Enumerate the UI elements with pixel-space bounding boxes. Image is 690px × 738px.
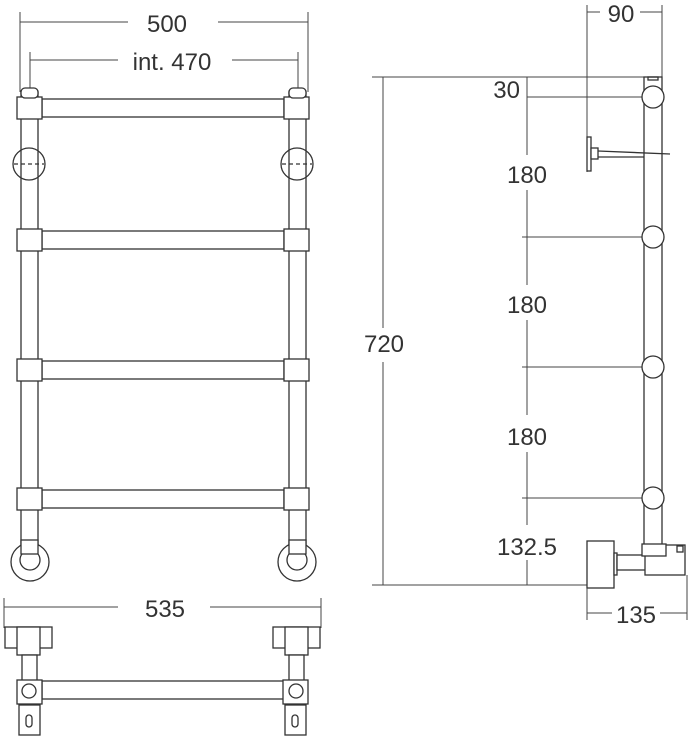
wall-offset-label: 90: [608, 1, 635, 28]
plan-width-label: 535: [145, 596, 185, 623]
plan-view: 535: [3, 596, 322, 736]
spacing-label: 180: [507, 162, 547, 189]
rail-section: [641, 225, 665, 249]
wall-brackets: [12, 147, 314, 181]
valve: [586, 540, 686, 589]
spacing-label: 180: [507, 292, 547, 319]
side-wall-bracket: [586, 136, 671, 172]
left-post: [20, 91, 39, 548]
rail: [41, 98, 285, 118]
rail-section: [641, 85, 665, 109]
rail: [41, 360, 285, 380]
spacing-label-top: 30: [493, 77, 520, 104]
width-label: 500: [147, 11, 187, 38]
spacing-label-bottom: 132.5: [497, 534, 557, 561]
plan-rail: [41, 680, 286, 700]
floor-feet: [10, 539, 317, 582]
height-label: 720: [364, 331, 404, 358]
internal-width-label: int. 470: [133, 49, 212, 76]
valve-depth-label: 135: [616, 602, 656, 629]
rails: [16, 87, 310, 511]
rail: [41, 489, 285, 509]
rail-section: [641, 486, 665, 510]
rail-section: [641, 355, 665, 379]
front-view: 500 int. 470: [10, 11, 317, 582]
right-post: [288, 91, 307, 548]
rail: [41, 230, 285, 250]
side-view: 90 720 30 180 180 180 132.5: [364, 1, 688, 629]
side-post: [643, 76, 663, 548]
spacing-label: 180: [507, 424, 547, 451]
